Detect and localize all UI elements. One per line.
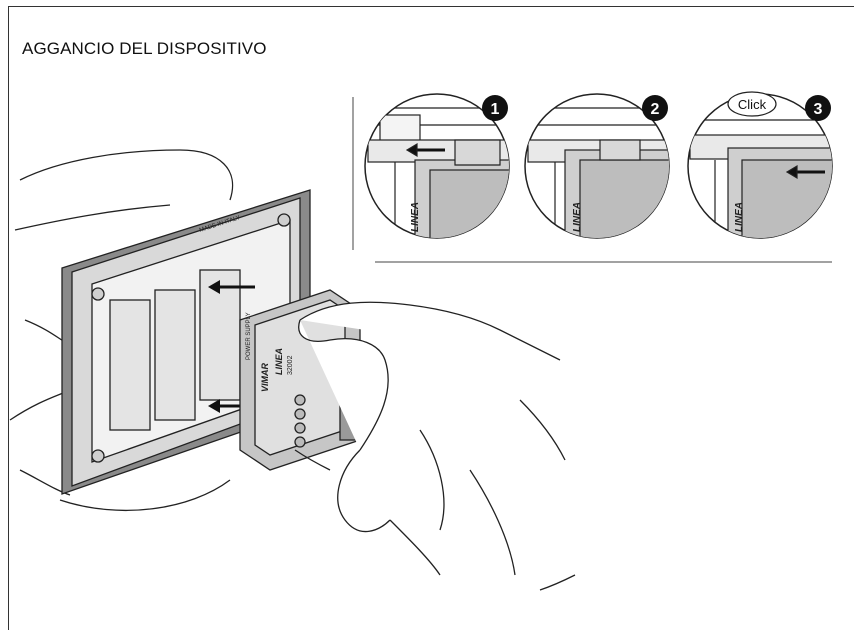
frame-left-rule <box>8 6 9 630</box>
step-1-brand-marking: LINEA <box>410 202 421 232</box>
step-3-number: 3 <box>814 101 823 118</box>
step-1-detail: LINEA 1 <box>364 93 510 239</box>
step-3-brand-marking: LINEA <box>734 202 745 232</box>
step-1-badge <box>482 95 508 121</box>
step-2-detail: LINEA 2 <box>524 93 670 239</box>
step-2-number: 2 <box>651 101 660 118</box>
step-3-detail: LINEA Click 3 <box>687 91 833 239</box>
step-1-number: 1 <box>491 101 500 118</box>
click-callout-bubble <box>727 91 777 117</box>
click-callout-text: Click <box>738 97 767 112</box>
module-line: LINEA <box>274 348 284 375</box>
right-hand-drawing <box>294 301 576 591</box>
step-3-badge <box>805 95 831 121</box>
frame-top-rule <box>8 6 854 7</box>
module-code: 32002 <box>287 355 294 375</box>
section-title: AGGANCIO DEL DISPOSITIVO <box>22 39 267 58</box>
module-brand: VIMAR <box>260 363 270 393</box>
step-2-badge <box>642 95 668 121</box>
insertion-arrows <box>208 280 255 413</box>
module-label: POWER SUPPLY <box>246 312 252 360</box>
step-2-brand-marking: LINEA <box>572 202 583 232</box>
